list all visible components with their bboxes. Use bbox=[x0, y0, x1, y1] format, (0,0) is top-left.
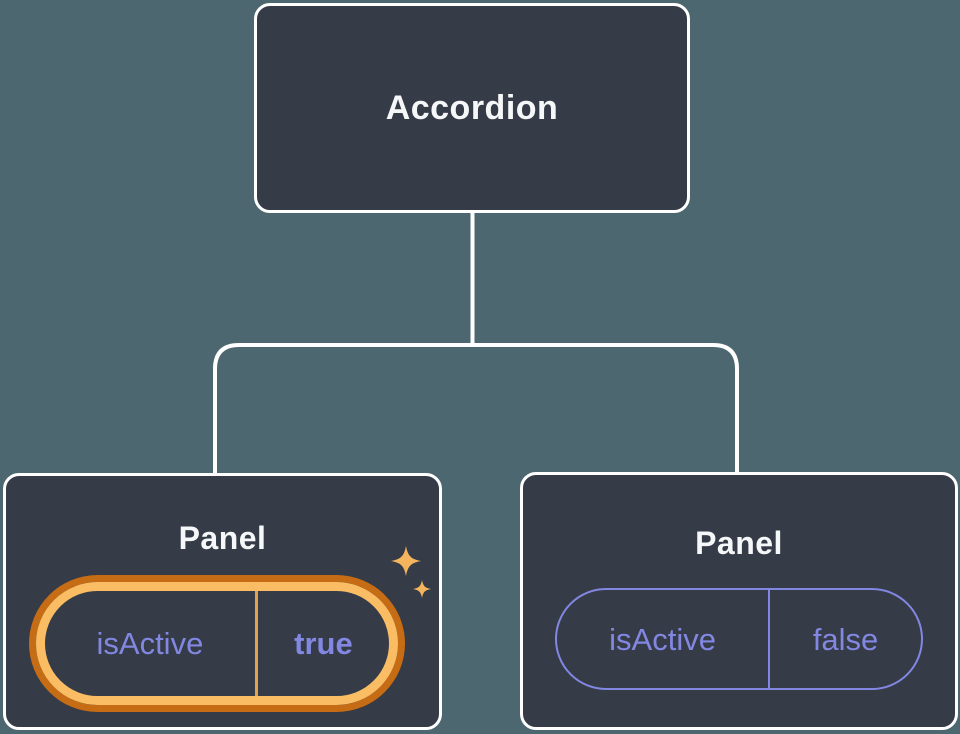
panel-node-inactive: Panel isActive false bbox=[520, 472, 958, 730]
pill-divider bbox=[768, 590, 771, 688]
branch-bracket-line bbox=[213, 343, 739, 474]
state-value-label: false bbox=[812, 621, 879, 657]
state-key-label: isActive bbox=[609, 621, 716, 657]
sparkle-small bbox=[413, 580, 431, 598]
panel-node-label: Panel bbox=[695, 525, 783, 561]
state-pill-inactive: isActive false bbox=[555, 588, 923, 690]
accordion-node-label: Accordion bbox=[385, 88, 559, 127]
sparkles-icon bbox=[391, 546, 431, 598]
panel-node-active: Panel isActive true bbox=[3, 473, 442, 730]
panel-node-label: Panel bbox=[178, 520, 267, 556]
sparkle-large bbox=[391, 546, 421, 576]
state-pill-active: isActive true bbox=[36, 582, 398, 705]
state-value-label: true bbox=[294, 626, 353, 661]
accordion-node: Accordion bbox=[254, 3, 690, 213]
state-key-label: isActive bbox=[96, 626, 204, 661]
pill-divider bbox=[254, 591, 258, 696]
